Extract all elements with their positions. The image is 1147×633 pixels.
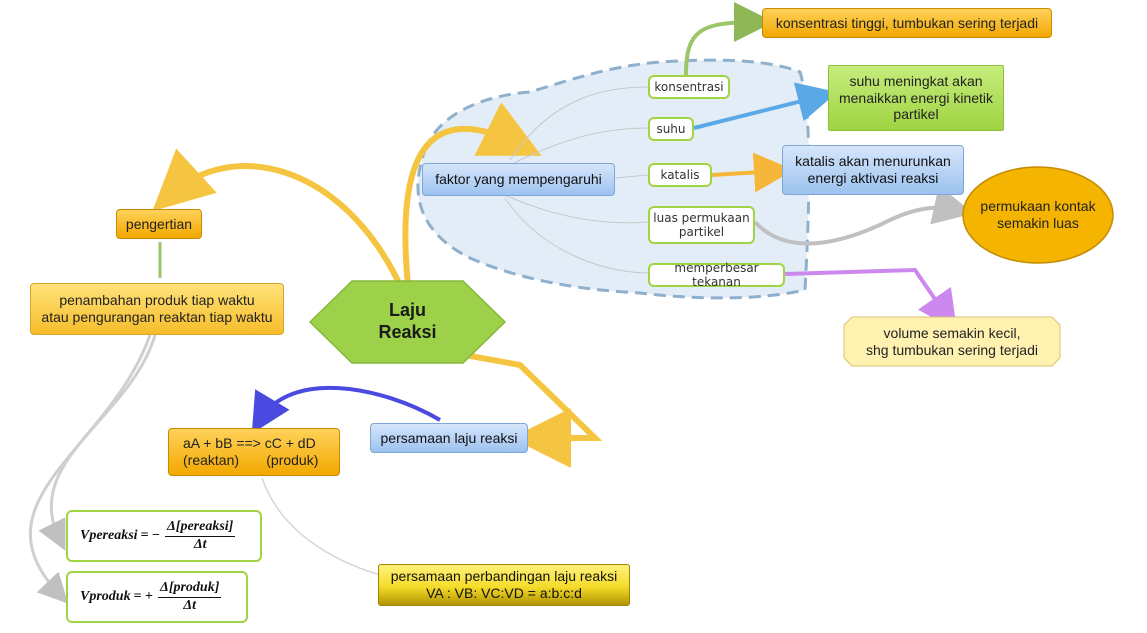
reaksi-equation: aA + bB ==> cC + dD xyxy=(183,435,316,452)
effect-katalis[interactable]: katalis akan menurunkan energi aktivasi … xyxy=(782,145,964,195)
pengertian-node[interactable]: pengertian xyxy=(116,209,202,239)
formula-produk-num: Δ[produk] xyxy=(158,580,222,598)
perbandingan-ratio: VA : VB: VC:VD = a:b:c:d xyxy=(426,585,582,601)
factor-luas-permukaan[interactable]: luas permukaan partikel xyxy=(648,206,755,244)
luas-effect-ellipse xyxy=(962,166,1114,264)
formula-pereaksi[interactable]: Vpereaksi = − Δ[pereaksi] Δt xyxy=(66,510,262,562)
faktor-node[interactable]: faktor yang mempengaruhi xyxy=(422,163,615,196)
effect-suhu[interactable]: suhu meningkat akan menaikkan energi kin… xyxy=(828,65,1004,131)
formula-produk[interactable]: Vproduk = + Δ[produk] Δt xyxy=(66,571,248,623)
reaksi-labels: (reaktan) (produk) xyxy=(183,452,319,468)
factor-suhu[interactable]: suhu xyxy=(648,117,694,141)
center-topic[interactable]: Laju Reaksi xyxy=(345,294,470,350)
perbandingan-title: persamaan perbandingan laju reaksi xyxy=(390,568,618,585)
factor-katalis[interactable]: katalis xyxy=(648,163,712,187)
effect-konsentrasi[interactable]: konsentrasi tinggi, tumbukan sering terj… xyxy=(762,8,1052,38)
factor-konsentrasi[interactable]: konsentrasi xyxy=(648,75,730,99)
definisi-node[interactable]: penambahan produk tiap waktu atau pengur… xyxy=(30,283,284,335)
center-topic-line1: Laju xyxy=(388,300,426,321)
reaksi-node[interactable]: aA + bB ==> cC + dD (reaktan) (produk) xyxy=(168,428,340,476)
factor-memperbesar-tekanan[interactable]: memperbesar tekanan xyxy=(648,261,785,289)
formula-pereaksi-den: Δt xyxy=(193,536,207,552)
center-topic-line2: Reaksi xyxy=(378,322,437,342)
persamaan-node[interactable]: persamaan laju reaksi xyxy=(370,423,528,453)
center-hexagon xyxy=(308,280,507,364)
formula-pereaksi-fraction: Δ[pereaksi] Δt xyxy=(165,519,236,554)
formula-produk-lhs: Vproduk xyxy=(80,588,131,604)
formula-pereaksi-op: = − xyxy=(140,527,161,543)
perbandingan-node[interactable]: persamaan perbandingan laju reaksi VA : … xyxy=(378,564,630,606)
formula-produk-op: = + xyxy=(133,588,154,604)
tekanan-effect-octagon xyxy=(843,316,1061,367)
formula-produk-fraction: Δ[produk] Δt xyxy=(158,580,222,615)
formula-produk-den: Δt xyxy=(183,597,197,613)
formula-pereaksi-lhs: Vpereaksi xyxy=(80,527,138,543)
effect-tekanan[interactable]: volume semakin kecil, shg tumbukan serin… xyxy=(866,325,1038,358)
formula-pereaksi-num: Δ[pereaksi] xyxy=(165,519,236,537)
effect-luas[interactable]: permukaan kontak semakin luas xyxy=(980,198,1096,231)
